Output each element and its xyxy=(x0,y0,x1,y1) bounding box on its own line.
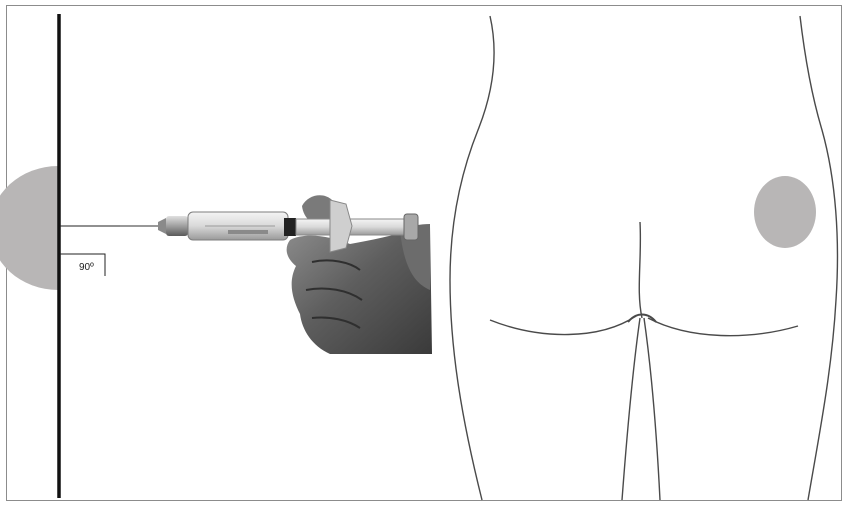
left-gluteal-fold xyxy=(490,316,636,335)
left-inner-thigh xyxy=(622,318,640,500)
right-inner-thigh xyxy=(644,318,660,500)
left-body-contour xyxy=(450,16,494,500)
angle-label: 90º xyxy=(79,262,94,273)
injection-site-marker xyxy=(754,176,816,248)
gluteal-cleft xyxy=(639,222,642,318)
right-gluteal-fold xyxy=(648,318,798,336)
syringe-photo xyxy=(120,195,432,354)
cross-section-panel: 90º xyxy=(0,14,120,498)
right-body-contour xyxy=(800,16,837,500)
muscle-tissue-half-circle xyxy=(0,166,58,290)
buttocks-outline xyxy=(450,16,837,500)
